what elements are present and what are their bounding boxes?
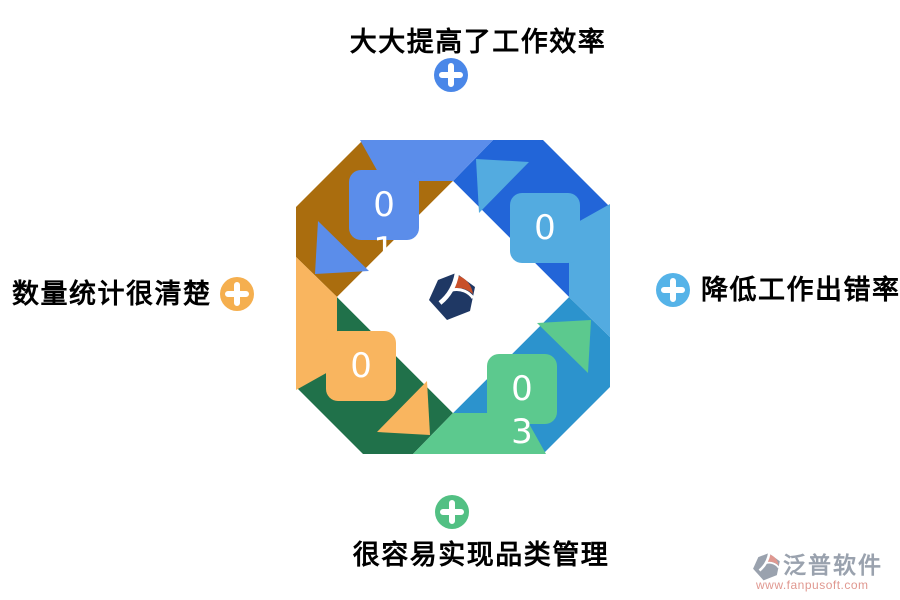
step-02-digit-top: 0 <box>534 208 556 248</box>
plus-glyph <box>225 282 249 306</box>
plus-icon-right <box>656 273 690 307</box>
watermark: 泛普软件 www.fanpusoft.com <box>753 551 883 592</box>
plus-glyph <box>661 278 685 302</box>
watermark-brand: 泛普软件 <box>783 552 883 578</box>
plus-icon-top <box>434 58 468 92</box>
step-03-digit-top: 0 <box>511 369 533 409</box>
step-04-digit-top: 0 <box>350 346 372 386</box>
watermark-logo-hexagon <box>753 553 780 581</box>
plus-glyph <box>440 500 464 524</box>
step-01-digit-top: 0 <box>373 185 395 225</box>
watermark-url: www.fanpusoft.com <box>755 578 869 592</box>
plus-glyph <box>439 63 463 87</box>
label-left: 数量统计很清楚 <box>12 279 212 309</box>
cycle-diagram: 2 4 0 <box>296 140 610 454</box>
label-bottom: 很容易实现品类管理 <box>352 540 610 570</box>
plus-icon-left <box>220 277 254 311</box>
fanpu-logo-mark <box>753 551 780 581</box>
label-right: 降低工作出错率 <box>701 275 900 305</box>
label-top: 大大提高了工作效率 <box>349 27 607 57</box>
plus-icon-bottom <box>435 495 469 529</box>
step-03-digit-bottom: 3 <box>511 412 533 452</box>
step-01-digit-bottom: 1 <box>373 230 395 270</box>
